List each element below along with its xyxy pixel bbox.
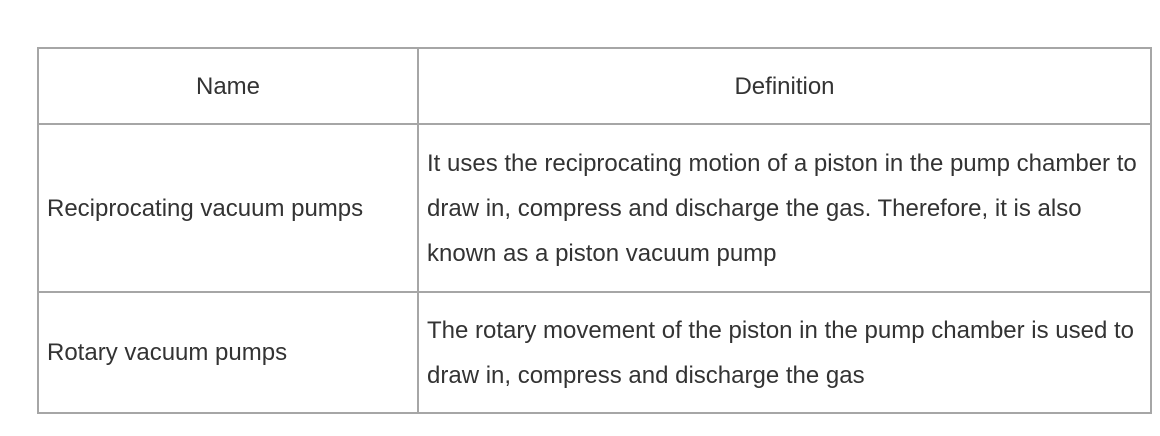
table-container: Name Definition Reciprocating vacuum pum…	[37, 47, 1152, 414]
cell-name: Rotary vacuum pumps	[37, 291, 419, 414]
table-row: Reciprocating vacuum pumps It uses the r…	[37, 123, 1152, 293]
column-header-name: Name	[37, 47, 419, 125]
cell-definition: The rotary movement of the piston in the…	[417, 291, 1152, 414]
table-row: Rotary vacuum pumps The rotary movement …	[37, 291, 1152, 414]
table-header-row: Name Definition	[37, 47, 1152, 125]
pump-definitions-table: Name Definition Reciprocating vacuum pum…	[37, 47, 1152, 414]
cell-name: Reciprocating vacuum pumps	[37, 123, 419, 293]
column-header-definition: Definition	[417, 47, 1152, 125]
cell-definition: It uses the reciprocating motion of a pi…	[417, 123, 1152, 293]
